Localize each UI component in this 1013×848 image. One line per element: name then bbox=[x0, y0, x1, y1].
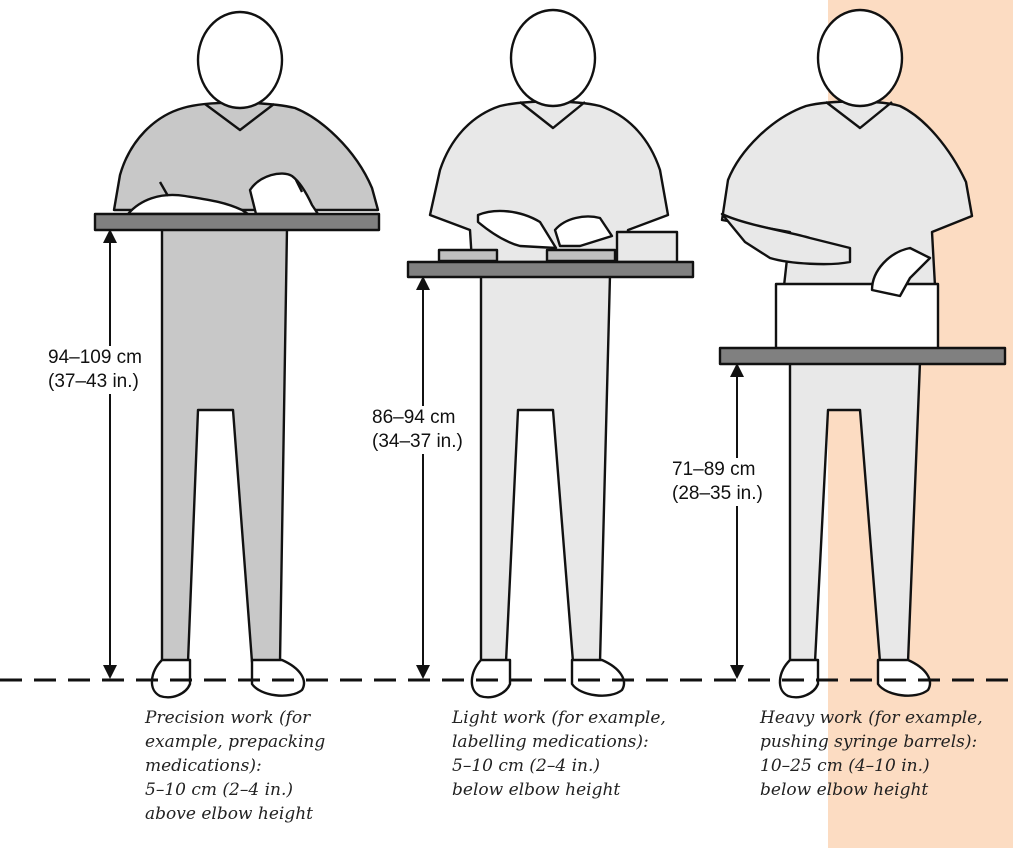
precision-caption: Precision work (for example, prepacking … bbox=[145, 706, 325, 826]
heavy-caption: Heavy work (for example, pushing syringe… bbox=[760, 706, 983, 802]
light-table-top bbox=[408, 262, 693, 277]
precision-height-cm: 94–109 cm bbox=[48, 346, 142, 370]
heavy-height-cm: 71–89 cm bbox=[672, 458, 763, 482]
light-caption: Light work (for example, labelling medic… bbox=[452, 706, 666, 802]
heavy-height-in: (28–35 in.) bbox=[672, 482, 763, 506]
light-height-cm: 86–94 cm bbox=[372, 406, 463, 430]
caption-line: below elbow height bbox=[760, 778, 983, 802]
caption-line: below elbow height bbox=[452, 778, 666, 802]
precision-height-in: (37–43 in.) bbox=[48, 370, 142, 394]
caption-line: above elbow height bbox=[145, 802, 325, 826]
caption-line: 5–10 cm (2–4 in.) bbox=[452, 754, 666, 778]
precision-table-top bbox=[95, 214, 379, 230]
precision-height-label: 94–109 cm (37–43 in.) bbox=[46, 346, 144, 394]
caption-line: Light work (for example, bbox=[452, 706, 666, 730]
caption-line: example, prepacking bbox=[145, 730, 325, 754]
caption-line: medications): bbox=[145, 754, 325, 778]
caption-line: Precision work (for bbox=[145, 706, 325, 730]
light-height-label: 86–94 cm (34–37 in.) bbox=[370, 406, 465, 454]
caption-line: Heavy work (for example, bbox=[760, 706, 983, 730]
heavy-table-top bbox=[720, 348, 1005, 364]
caption-line: 10–25 cm (4–10 in.) bbox=[760, 754, 983, 778]
light-height-in: (34–37 in.) bbox=[372, 430, 463, 454]
heavy-height-label: 71–89 cm (28–35 in.) bbox=[670, 458, 765, 506]
caption-line: 5–10 cm (2–4 in.) bbox=[145, 778, 325, 802]
caption-line: pushing syringe barrels): bbox=[760, 730, 983, 754]
figure-light-worker bbox=[408, 10, 693, 697]
caption-line: labelling medications): bbox=[452, 730, 666, 754]
